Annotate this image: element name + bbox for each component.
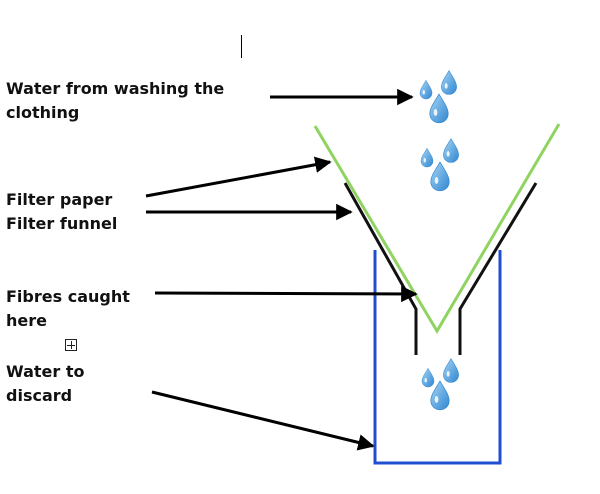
filter-paper <box>313 123 561 334</box>
label-line: discard <box>6 386 73 405</box>
label-fibres-caught: Fibres caught here <box>6 285 130 333</box>
water-droplet-icon <box>420 138 460 192</box>
label-line: Water from washing the <box>6 79 225 98</box>
filter-funnel-left <box>343 182 418 355</box>
water-droplet-icon <box>421 358 460 411</box>
arrow-filter-paper <box>145 156 332 198</box>
label-water-to-discard: Water to discard <box>6 360 84 408</box>
label-line: Filter funnel <box>6 214 118 233</box>
label-line: Filter paper <box>6 190 113 209</box>
label-line: clothing <box>6 103 80 122</box>
water-droplet-icon <box>419 70 458 124</box>
move-handle-icon[interactable] <box>65 339 77 351</box>
label-line: Water to <box>6 362 85 381</box>
filter-funnel-right <box>458 182 538 355</box>
arrow-water-discard <box>151 390 375 451</box>
label-filter-paper: Filter paper <box>6 188 112 212</box>
label-water-from-washing: Water from washing the clothing <box>6 77 224 125</box>
label-line: here <box>6 311 47 330</box>
arrow-fibres <box>154 285 418 303</box>
label-line: Fibres caught <box>6 287 130 306</box>
beaker <box>373 250 502 465</box>
label-filter-funnel: Filter funnel <box>6 212 117 236</box>
text-cursor <box>241 35 242 58</box>
